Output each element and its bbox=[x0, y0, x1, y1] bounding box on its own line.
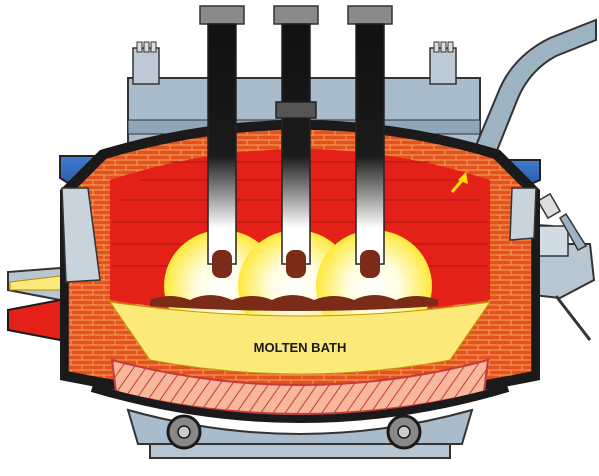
gas-flow-arrow-icon bbox=[450, 172, 468, 193]
side-panels bbox=[61, 187, 537, 283]
wheel-icon bbox=[166, 414, 202, 450]
wheel-icon bbox=[386, 414, 422, 450]
electrode-icon bbox=[347, 5, 393, 278]
bottom-shell bbox=[90, 384, 510, 423]
off-gas-duct-icon bbox=[468, 18, 597, 170]
electrode-icon bbox=[273, 5, 319, 278]
bath-label: MOLTEN BATH bbox=[254, 340, 347, 355]
molten-bath: MOLTEN BATH bbox=[108, 295, 492, 375]
electrode-icon bbox=[199, 5, 245, 278]
